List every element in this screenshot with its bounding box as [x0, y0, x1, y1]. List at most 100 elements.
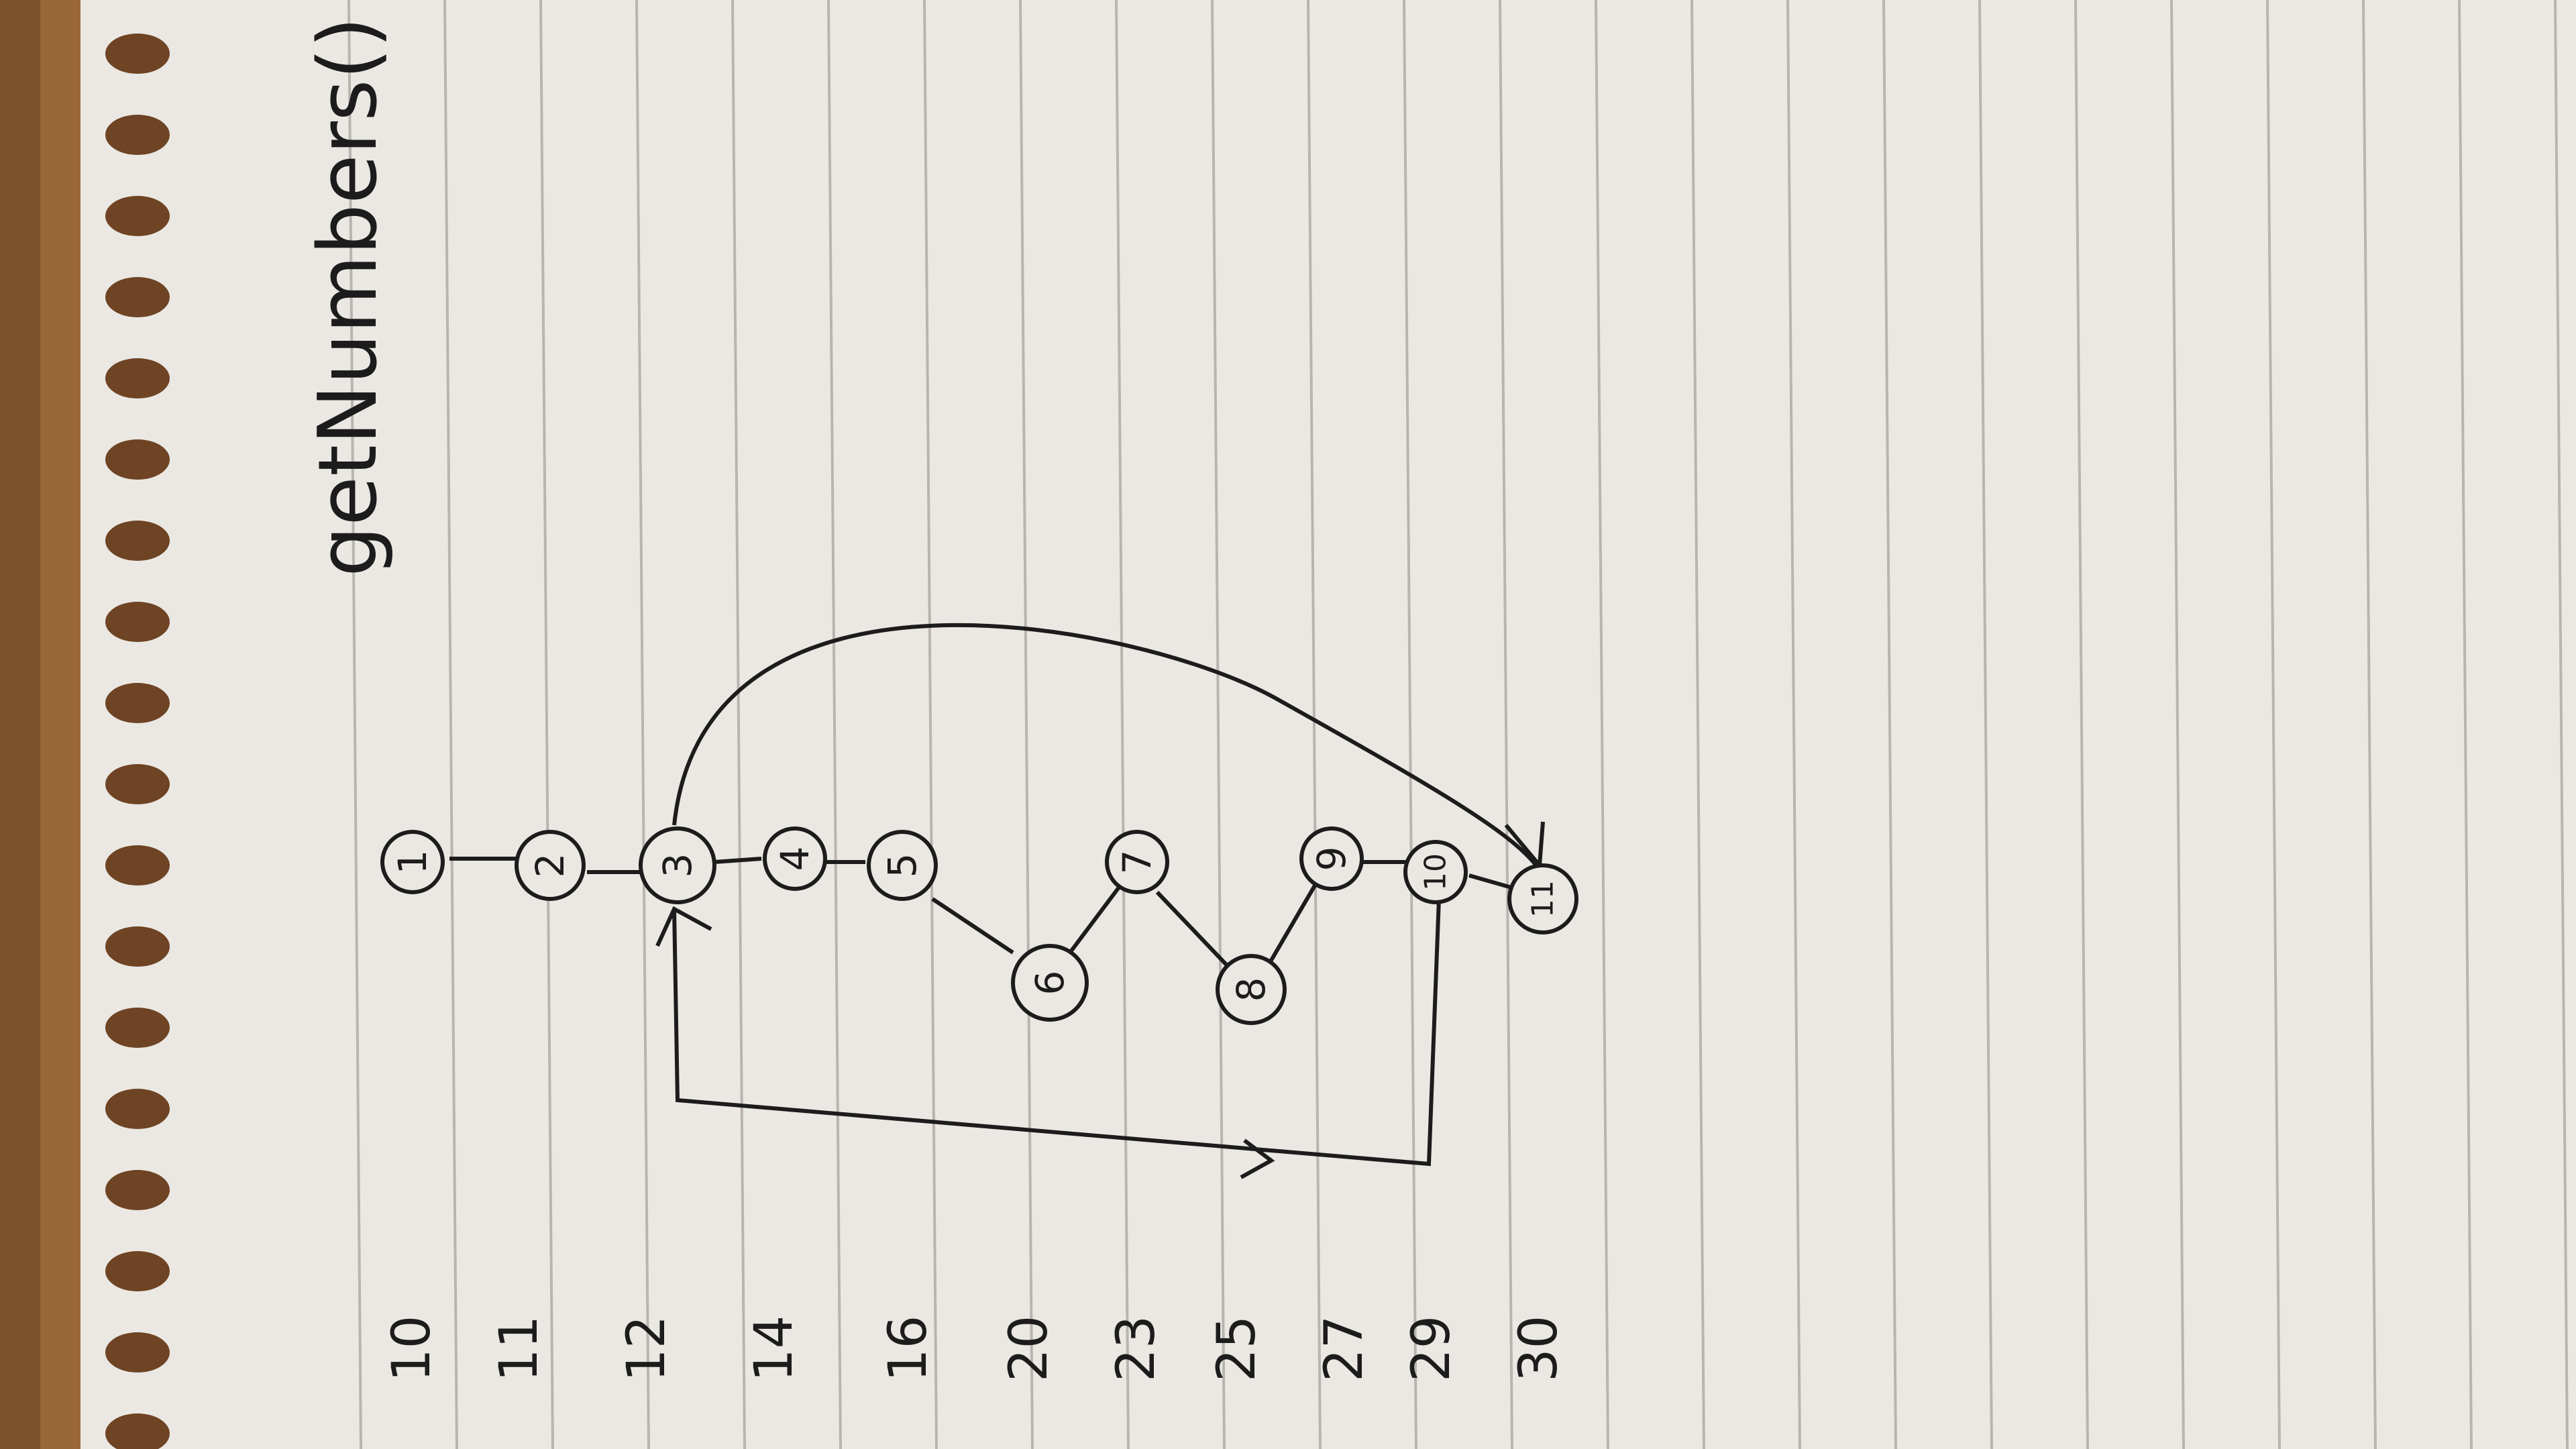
line-number-16: 16: [878, 1316, 938, 1382]
edge-3-4: [714, 857, 762, 864]
spiral-hole: [105, 1413, 170, 1449]
node-circle: [639, 826, 716, 904]
edge-5-6: [931, 897, 1014, 955]
node-4: 4: [763, 826, 827, 891]
edge-7-8: [1155, 890, 1230, 968]
rule-line: [2458, 0, 2473, 1449]
spiral-hole: [105, 1170, 170, 1210]
node-circle: [1403, 840, 1468, 904]
arrowhead-into-3: [655, 906, 712, 947]
rule-line: [2266, 0, 2281, 1449]
node-2: 2: [515, 830, 586, 901]
desk-grain: [0, 0, 40, 1449]
line-number-23: 23: [1106, 1316, 1167, 1382]
line-number-11: 11: [489, 1316, 549, 1382]
spiral-hole: [105, 1332, 170, 1373]
edge-8-9: [1266, 884, 1317, 967]
node-9: 9: [1299, 826, 1364, 891]
node-1: 1: [380, 830, 445, 894]
graph-nodes: 1 2 3 4 5 6 7 8 9 10 11: [380, 826, 1578, 1025]
arrowhead-loop-return: [1240, 1138, 1275, 1179]
spiral-hole: [105, 683, 170, 723]
node-8: 8: [1216, 954, 1287, 1025]
rule-line: [923, 0, 938, 1449]
node-label: 11: [1526, 880, 1560, 918]
rule-line: [1499, 0, 1513, 1449]
line-number-30: 30: [1509, 1316, 1569, 1382]
node-circle: [1507, 863, 1578, 934]
rule-line: [1786, 0, 1801, 1449]
ruled-lines: [347, 0, 2569, 1449]
rule-line: [1211, 0, 1226, 1449]
line-number-20: 20: [999, 1316, 1059, 1382]
rule-line: [731, 0, 746, 1449]
spiral-hole: [105, 196, 170, 236]
edge-10-3-loop: [672, 898, 1441, 1167]
rule-line: [1019, 0, 1034, 1449]
node-label: 9: [1309, 847, 1354, 871]
rule-line: [1403, 0, 1417, 1449]
node-5: 5: [867, 830, 938, 901]
rule-line: [1882, 0, 1897, 1449]
rule-line: [1690, 0, 1705, 1449]
node-label: 4: [772, 847, 818, 871]
line-number-12: 12: [616, 1316, 677, 1382]
line-number-10: 10: [382, 1316, 442, 1382]
rule-line: [1595, 0, 1609, 1449]
rule-line: [1978, 0, 1993, 1449]
node-label: 2: [527, 853, 573, 878]
spiral-holes: [105, 34, 170, 1449]
edge-6-7: [1068, 884, 1122, 954]
node-circle: [1216, 954, 1287, 1025]
edge-3-11-arc: [672, 623, 1538, 867]
node-label: 10: [1419, 853, 1453, 891]
node-label: 8: [1228, 977, 1274, 1002]
line-number-25: 25: [1207, 1316, 1267, 1382]
spiral-hole: [105, 277, 170, 317]
rule-line: [2074, 0, 2089, 1449]
node-circle: [515, 830, 586, 901]
node-circle: [867, 830, 938, 901]
spiral-hole: [105, 602, 170, 642]
node-7: 7: [1105, 830, 1169, 894]
spiral-hole: [105, 764, 170, 804]
graph-edges: [449, 623, 1538, 1167]
rule-line: [2362, 0, 2377, 1449]
rule-line: [2170, 0, 2185, 1449]
node-circle: [1011, 944, 1089, 1022]
node-11: 11: [1507, 863, 1578, 934]
spiral-hole: [105, 439, 170, 480]
node-label: 1: [390, 850, 435, 875]
node-circle: [763, 826, 827, 891]
node-10: 10: [1403, 840, 1468, 904]
function-name-text: getNumbers(): [302, 17, 395, 577]
spiral-hole: [105, 115, 170, 155]
line-number-27: 27: [1314, 1316, 1375, 1382]
node-label: 5: [879, 853, 925, 878]
line-number-29: 29: [1401, 1316, 1462, 1382]
rule-line: [827, 0, 842, 1449]
rule-line: [1307, 0, 1322, 1449]
rule-line: [539, 0, 554, 1449]
node-label: 6: [1027, 971, 1073, 996]
rule-line: [635, 0, 650, 1449]
spiral-hole: [105, 521, 170, 561]
rule-line: [2554, 0, 2569, 1449]
spiral-hole: [105, 845, 170, 885]
node-circle: [380, 830, 445, 894]
notebook-page: [80, 0, 2576, 1449]
node-label: 3: [655, 853, 700, 878]
node-circle: [1105, 830, 1169, 894]
rule-line: [443, 0, 458, 1449]
rule-line: [347, 0, 362, 1449]
spiral-hole: [105, 1008, 170, 1048]
spiral-hole: [105, 1251, 170, 1291]
node-label: 7: [1114, 850, 1160, 875]
edge-10-11: [1468, 873, 1517, 891]
spiral-hole: [105, 34, 170, 74]
node-3: 3: [639, 826, 716, 904]
node-circle: [1299, 826, 1364, 891]
spiral-hole: [105, 926, 170, 967]
rule-line: [1115, 0, 1130, 1449]
